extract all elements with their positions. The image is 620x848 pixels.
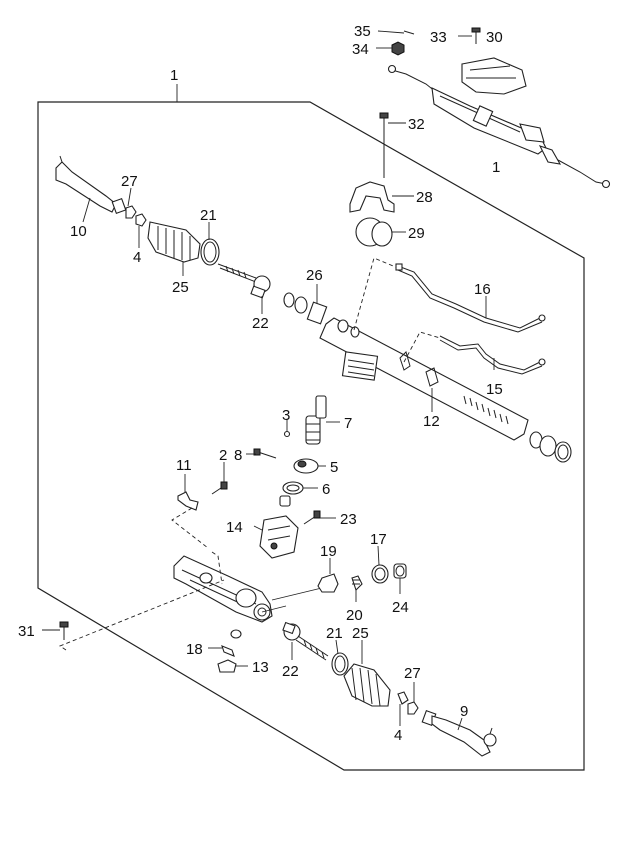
assembly-frame [37,101,585,771]
gear-housing [59,551,331,651]
small-parts-lower-left [42,621,248,673]
callout-27-left: 27 [121,173,138,190]
callout-22-left: 22 [252,315,269,332]
callout-2: 2 [219,447,227,464]
callout-22-right: 22 [282,663,299,680]
rack-seals [283,284,328,325]
callout-16: 16 [474,281,491,298]
right-rack-seals [529,431,572,463]
bracket-11 [171,462,228,549]
callout-12: 12 [423,413,440,430]
feed-lines [353,257,546,375]
right-side-plugs [317,545,407,602]
left-boot [147,221,220,276]
callout-9: 9 [460,703,468,720]
hardware-top [376,27,481,56]
callout-21-right: 21 [326,625,343,642]
callout-25-right: 25 [352,625,369,642]
callout-18: 18 [186,641,203,658]
callout-1-assembly: 1 [492,159,500,176]
left-inner-tie-rod [217,263,271,314]
callout-14: 14 [226,519,243,536]
callout-33: 33 [430,29,447,46]
pinion-valve-group [246,395,340,495]
callout-3: 3 [282,407,290,424]
callout-15: 15 [486,381,503,398]
callout-20: 20 [346,607,363,624]
callout-21-left: 21 [200,207,217,224]
callout-labels: 1 1 2 3 4 4 5 6 7 8 9 10 11 12 13 14 15 … [18,23,503,744]
callout-7: 7 [344,415,352,432]
callout-34: 34 [352,41,369,58]
callout-11: 11 [176,457,192,474]
callout-24: 24 [392,599,409,616]
callout-4-right: 4 [394,727,402,744]
callout-10: 10 [70,223,87,240]
right-tie-rod-end [397,682,497,757]
callout-25-left: 25 [172,279,189,296]
right-inner-tie-rod [282,621,391,707]
callout-5: 5 [330,459,338,476]
callout-13: 13 [252,659,269,676]
callout-19: 19 [320,543,337,560]
callout-6: 6 [322,481,330,498]
callout-17: 17 [370,531,387,548]
yoke-housing [253,495,336,559]
callout-1-main: 1 [170,67,178,84]
rack-bar [319,317,529,441]
callout-26: 26 [306,267,323,284]
bracket-group [349,112,414,247]
callout-32: 32 [408,116,425,133]
left-tie-rod-end [55,155,147,248]
callout-8: 8 [234,447,242,464]
callout-29: 29 [408,225,425,242]
assembled-rack-illustration [387,57,611,189]
callout-23: 23 [340,511,357,528]
callout-27-right: 27 [404,665,421,682]
callout-30: 30 [486,29,503,46]
callout-35: 35 [354,23,371,40]
callout-28: 28 [416,189,433,206]
callout-4-left: 4 [133,249,141,266]
callout-31: 31 [18,623,35,640]
